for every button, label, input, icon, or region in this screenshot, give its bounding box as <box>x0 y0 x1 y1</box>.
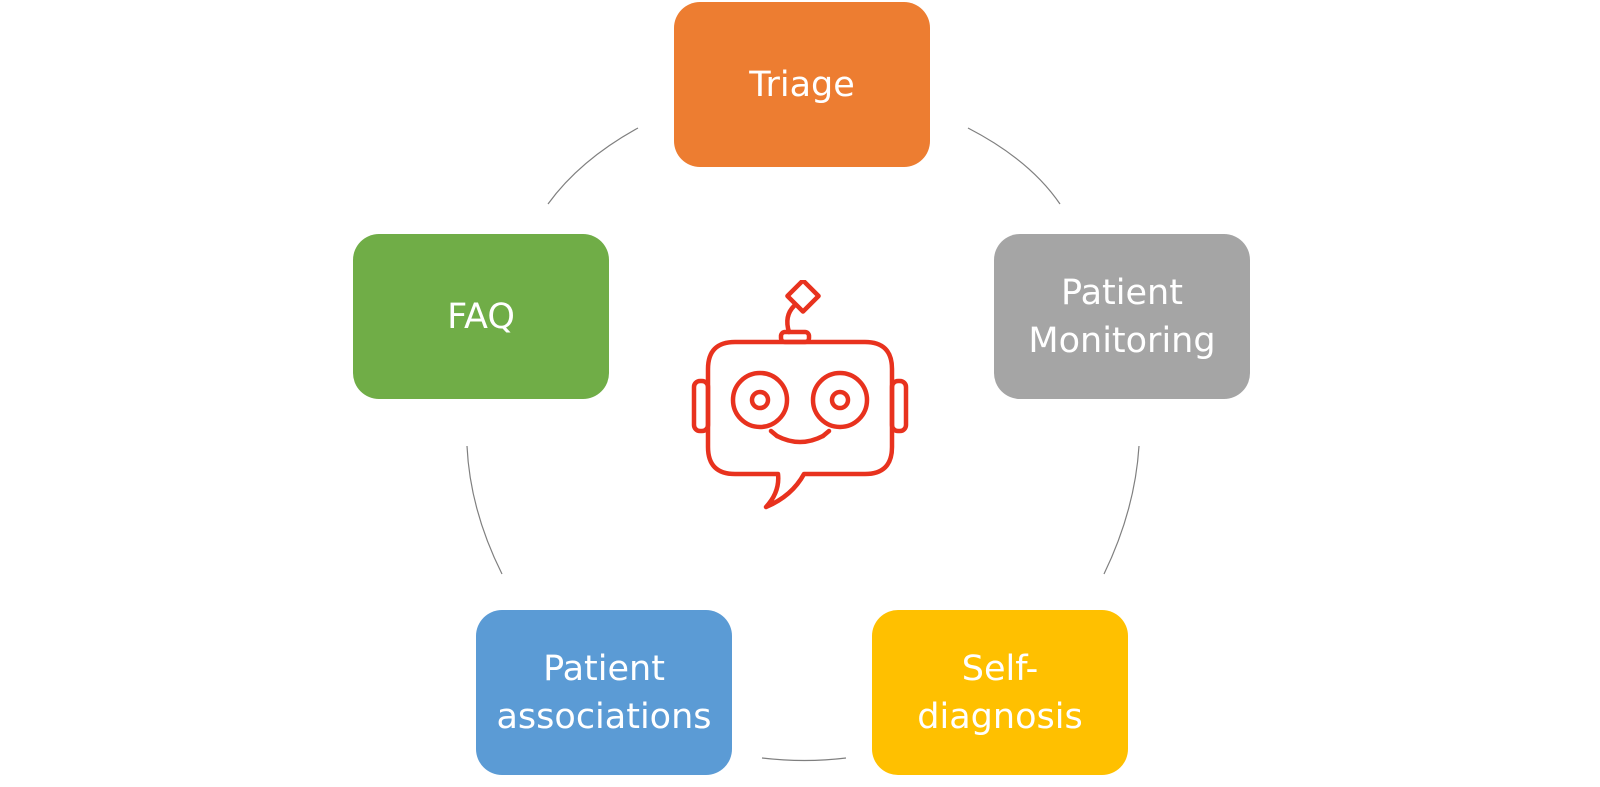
connector-faq-triage <box>547 127 639 205</box>
node-triage: Triage <box>674 2 930 167</box>
node-self-diagnosis-label: Self- diagnosis <box>917 648 1083 737</box>
node-patient-monitoring-label: Patient Monitoring <box>1028 272 1216 361</box>
node-faq: FAQ <box>353 234 609 399</box>
node-triage-label: Triage <box>749 64 855 105</box>
node-patient-associations-label: Patient associations <box>496 648 712 737</box>
connector-monitoring-selfdiag <box>1103 445 1140 575</box>
node-patient-monitoring: Patient Monitoring <box>994 234 1250 399</box>
node-faq-label: FAQ <box>447 296 515 337</box>
node-patient-associations: Patient associations <box>476 610 732 775</box>
node-self-diagnosis: Self- diagnosis <box>872 610 1128 775</box>
chatbot-robot-icon <box>691 280 909 510</box>
connector-selfdiag-associations <box>761 757 847 762</box>
connector-associations-faq <box>466 445 503 575</box>
connector-triage-monitoring <box>967 127 1061 205</box>
